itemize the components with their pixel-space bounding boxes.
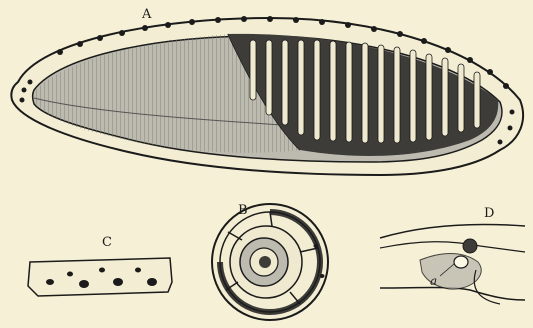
figure-c-fragment: C [28,235,172,296]
detail-upper-wall [380,225,525,239]
label-b: B [238,203,248,218]
fragment-outline [28,258,172,296]
label-a: A [141,7,152,22]
figure-d-detail: D a [380,206,525,304]
figure-b-spiral: B [212,203,328,320]
label-a-pointer: a [430,274,437,288]
label-c: C [102,235,112,250]
foramen-light [454,256,468,268]
label-d: D [484,206,494,221]
foramen-dark [463,239,477,253]
figure-a-shell: A [11,7,523,175]
spiral-center [259,256,271,268]
